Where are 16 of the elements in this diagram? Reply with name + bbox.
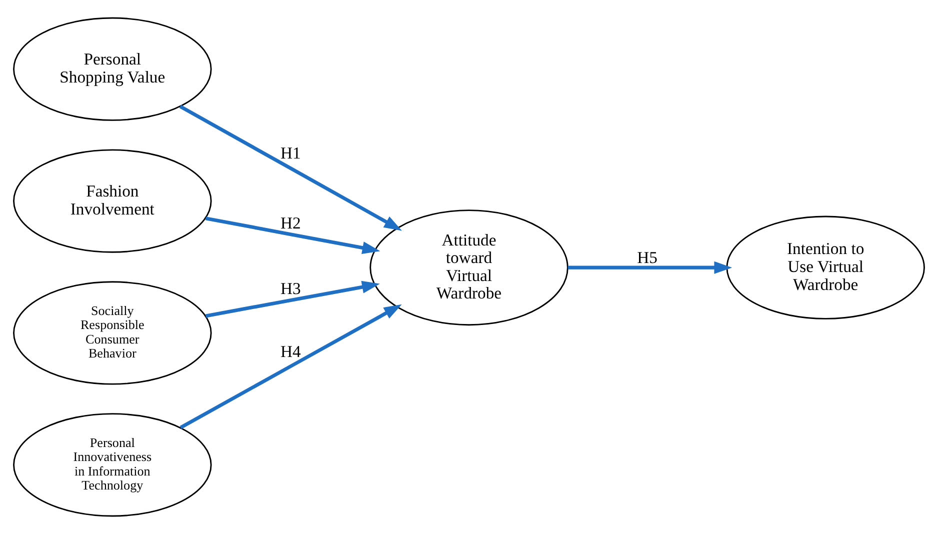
edge-label: H3: [280, 278, 300, 298]
arrow: [179, 304, 402, 430]
node-ellipse: Fashion Involvement: [12, 149, 212, 253]
edge-label: H2: [280, 214, 300, 233]
edge-label: H1: [280, 143, 300, 162]
arrow: [204, 216, 380, 254]
arrow: [178, 104, 402, 231]
node-ellipse: Socially Responsible Consumer Behavior: [12, 281, 212, 385]
edge-label: H4: [280, 342, 300, 361]
node-ellipse: Intention to Use Virtual Wardrobe: [726, 216, 924, 320]
edge-label: H5: [636, 248, 657, 268]
node-ellipse: Personal Innovativeness in Information Technology: [12, 413, 212, 517]
node-ellipse: Personal Shopping Value: [12, 17, 212, 121]
node-ellipse: Attitude toward Virtual Wardrobe: [369, 210, 568, 326]
arrow: [204, 280, 380, 318]
arrow: [567, 261, 732, 274]
